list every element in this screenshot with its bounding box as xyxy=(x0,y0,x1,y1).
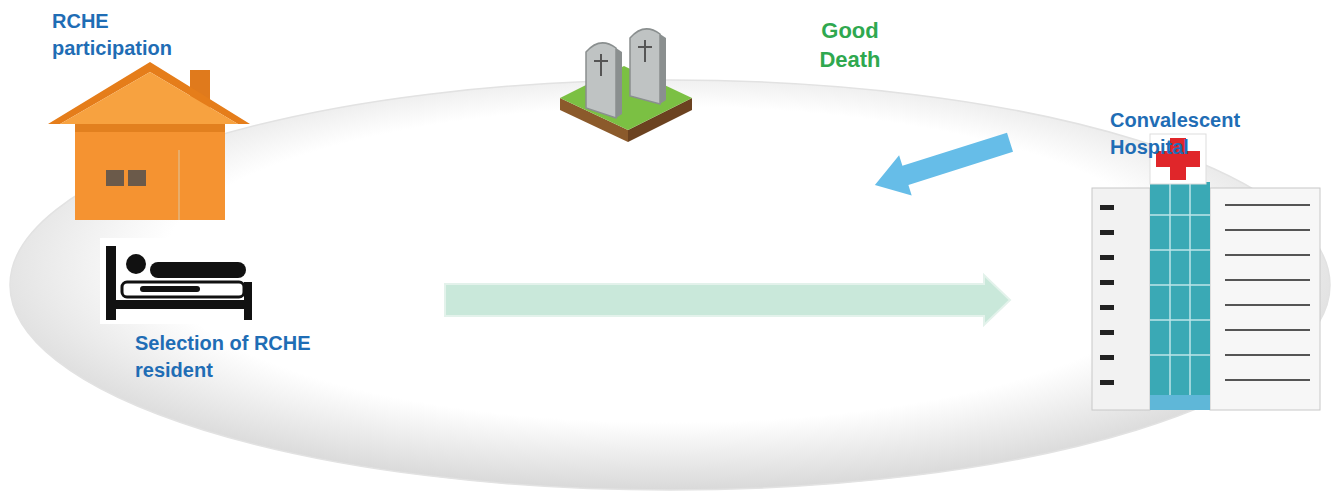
house-icon xyxy=(48,62,250,220)
node-label: Selection of RCHE resident xyxy=(135,330,340,384)
care-home-node: RCHE participation xyxy=(40,5,255,220)
flow-arrow xyxy=(445,275,1010,325)
graveyard-icon xyxy=(560,29,692,142)
node-label: RCHE participation xyxy=(52,8,192,62)
hospital-node: Convalescent Hospital xyxy=(1010,105,1330,415)
flow-arrow xyxy=(875,133,1013,196)
good-death-node: Good Death xyxy=(555,10,905,185)
node-label: Good Death xyxy=(805,16,895,74)
platform-ellipse xyxy=(10,80,1330,490)
hospital-icon xyxy=(1092,134,1320,410)
node-label: Convalescent Hospital xyxy=(1110,107,1260,161)
resident-bed-node: Selection of RCHE resident xyxy=(100,235,445,395)
bed-icon xyxy=(100,238,258,324)
